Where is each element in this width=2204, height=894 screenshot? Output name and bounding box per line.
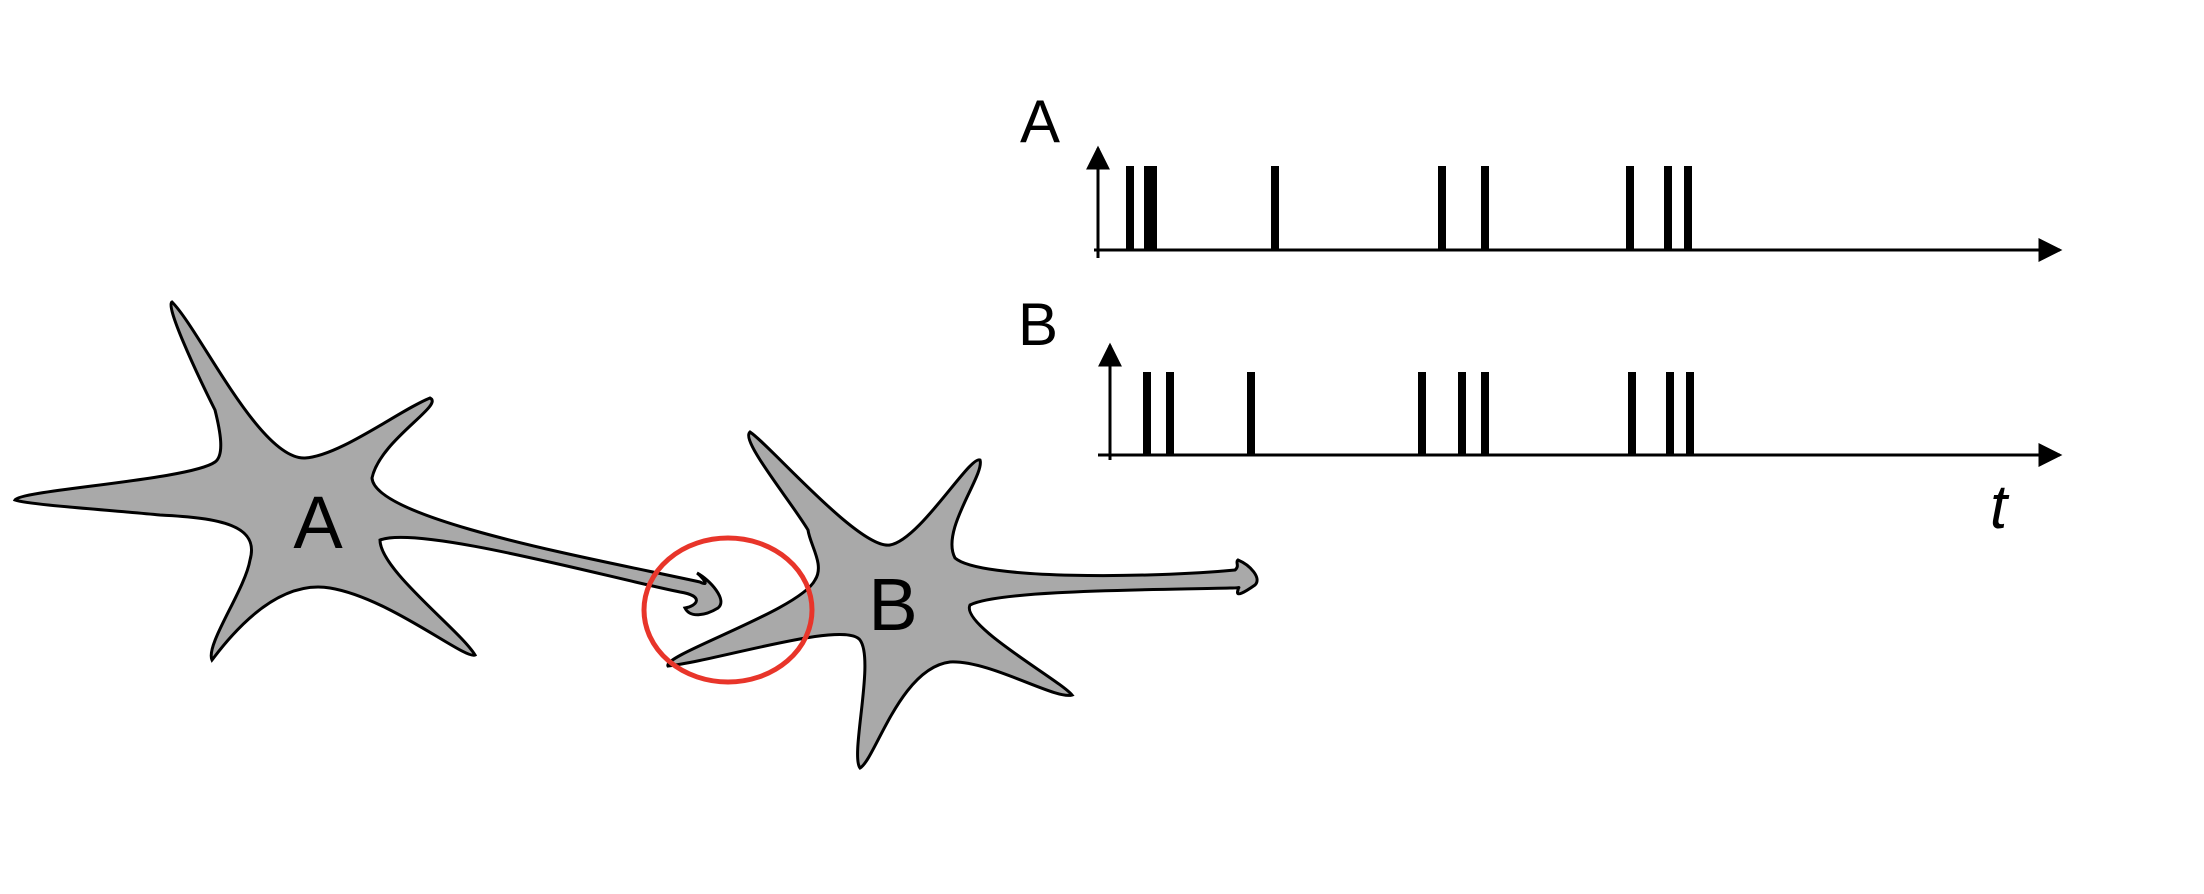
spike-train-a-label: A [1020, 88, 1060, 155]
spike-train-a: A [1020, 88, 2063, 262]
neuron-b-body [666, 430, 1259, 770]
neuron-b: B [666, 430, 1259, 770]
time-axis-label: t [1990, 473, 2010, 542]
spike-train-b-label: B [1018, 291, 1058, 358]
spike-train-a-spikes [1126, 166, 1692, 250]
synapse-highlight-circle [641, 535, 815, 685]
spike-train-b-spike [1481, 372, 1489, 455]
spike-train-b-spike [1418, 372, 1426, 455]
spike-train-b-spike [1458, 372, 1466, 455]
spike-train-b-spikes [1143, 372, 1694, 455]
spike-train-b: B [1018, 291, 2063, 467]
neuron-a-body [12, 300, 723, 663]
spike-train-a-spike [1149, 166, 1157, 250]
spike-train-b-spike [1666, 372, 1674, 455]
neuron-a: A [12, 300, 723, 663]
spike-train-b-spike [1686, 372, 1694, 455]
neuron-b-label: B [868, 563, 917, 646]
spike-train-b-spike [1247, 372, 1255, 455]
spike-train-a-spike [1126, 166, 1134, 250]
spike-train-a-spike [1626, 166, 1634, 250]
spike-train-b-spike [1166, 372, 1174, 455]
spike-train-a-spike [1684, 166, 1692, 250]
spike-train-a-spike [1664, 166, 1672, 250]
spike-train-a-spike [1481, 166, 1489, 250]
spike-train-a-spike [1144, 166, 1152, 250]
spike-train-a-spike [1438, 166, 1446, 250]
neuron-a-label: A [293, 481, 343, 564]
spike-train-b-spike [1143, 372, 1151, 455]
spike-train-b-spike [1628, 372, 1636, 455]
spike-train-a-spike [1271, 166, 1279, 250]
